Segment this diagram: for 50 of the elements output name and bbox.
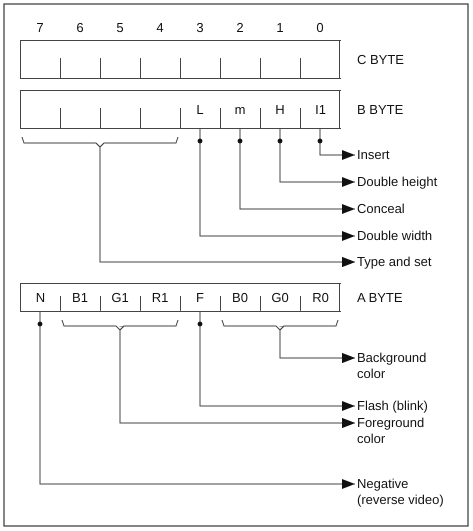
bit-field: G1 bbox=[100, 283, 140, 312]
leader-arrow bbox=[278, 128, 356, 187]
bit-field bbox=[260, 40, 300, 79]
field-description: Type and set bbox=[357, 254, 455, 270]
bit-field: L bbox=[180, 90, 220, 129]
bit-number: 6 bbox=[75, 20, 85, 36]
bit-number: 0 bbox=[315, 20, 325, 36]
bit-field bbox=[140, 90, 180, 129]
bit-field bbox=[100, 90, 140, 129]
field-description: Foreground color bbox=[357, 415, 455, 447]
field-description: Flash (blink) bbox=[357, 398, 455, 414]
bit-field: R1 bbox=[140, 283, 180, 312]
bit-number: 5 bbox=[115, 20, 125, 36]
bit-field: m bbox=[220, 90, 260, 129]
register-name: C BYTE bbox=[357, 52, 404, 68]
leader-arrow bbox=[198, 312, 356, 411]
bit-field: G0 bbox=[260, 283, 300, 312]
field-description: Negative (reverse video) bbox=[357, 476, 455, 508]
bit-number: 4 bbox=[155, 20, 165, 36]
bit-field bbox=[60, 90, 100, 129]
bit-field bbox=[140, 40, 180, 79]
register-box bbox=[20, 90, 340, 129]
bit-field: F bbox=[180, 283, 220, 312]
bit-field bbox=[220, 40, 260, 79]
field-description: Background color bbox=[357, 350, 455, 382]
bit-field bbox=[100, 40, 140, 79]
bit-field bbox=[60, 40, 100, 79]
field-description: Double width bbox=[357, 228, 455, 244]
bit-number: 7 bbox=[35, 20, 45, 36]
register-name: A BYTE bbox=[357, 290, 403, 306]
bit-field: I1 bbox=[300, 90, 341, 129]
register-name: B BYTE bbox=[357, 102, 404, 118]
leader-arrow bbox=[38, 312, 356, 489]
bit-field bbox=[300, 40, 341, 79]
leader-arrow bbox=[318, 128, 356, 160]
field-description: Insert bbox=[357, 147, 455, 163]
field-description: Conceal bbox=[357, 201, 455, 217]
register-box bbox=[20, 40, 340, 79]
bit-field: B1 bbox=[60, 283, 100, 312]
bit-field: H bbox=[260, 90, 300, 129]
bit-number: 2 bbox=[235, 20, 245, 36]
field-description: Double height bbox=[357, 174, 455, 190]
bit-number: 1 bbox=[275, 20, 285, 36]
bit-field: R0 bbox=[300, 283, 341, 312]
bit-number: 3 bbox=[195, 20, 205, 36]
register-box bbox=[20, 283, 340, 312]
leader-arrow bbox=[198, 128, 356, 241]
leader-arrow bbox=[238, 128, 356, 214]
bit-field: B0 bbox=[220, 283, 260, 312]
bit-field bbox=[180, 40, 220, 79]
